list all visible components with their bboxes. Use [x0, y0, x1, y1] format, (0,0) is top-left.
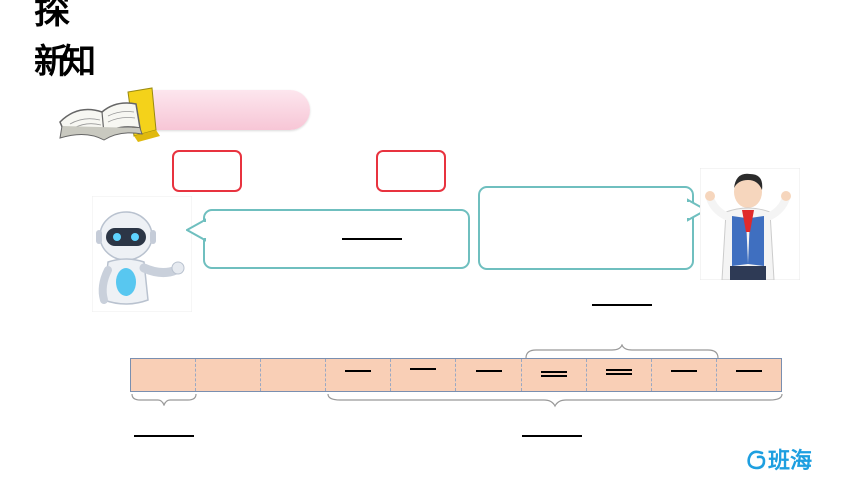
fraction-bar-mark — [605, 369, 632, 371]
bar-segment — [196, 359, 262, 391]
upper-brace — [525, 344, 719, 359]
section-heading-line1: 探 — [34, 0, 70, 32]
robot-bubble-tail — [186, 218, 206, 242]
bar-segment — [261, 359, 327, 391]
bar-segment — [391, 359, 457, 391]
robot-bubble-blank — [342, 238, 402, 240]
pink-label-bar — [128, 90, 310, 130]
brand-swirl-icon — [747, 450, 766, 470]
section-heading-line2: 新知 — [34, 42, 96, 82]
fraction-bar-mark — [410, 368, 437, 370]
bar-segment — [652, 359, 717, 391]
fraction-bar-mark — [735, 370, 762, 372]
fraction-bar-mark — [605, 373, 632, 375]
brand-logo-text: 班海 — [768, 449, 813, 474]
bar-segment — [587, 359, 652, 391]
boy-speech-bubble — [478, 186, 694, 270]
red-answer-box-right — [376, 150, 446, 192]
bar-segment — [522, 359, 587, 391]
open-book-icon — [59, 87, 160, 142]
fraction-bar-mark — [670, 370, 697, 372]
boy-character — [700, 168, 800, 280]
left-answer-blank — [134, 435, 194, 437]
right-answer-blank — [522, 435, 582, 437]
lower-brace-left — [131, 393, 197, 406]
red-answer-box-left — [172, 150, 242, 192]
fraction-bar-mark — [475, 370, 502, 372]
lower-brace-right — [327, 393, 783, 408]
bar-segment — [326, 359, 392, 391]
robot-speech-bubble — [203, 209, 470, 269]
boy-bubble-tail — [687, 198, 707, 222]
fraction-bar-mark — [540, 371, 567, 373]
bar-segment — [131, 359, 197, 391]
fraction-bar-mark — [540, 375, 567, 377]
bar-model — [130, 358, 782, 392]
robot-character — [92, 196, 192, 312]
boy-bubble-blank — [592, 304, 652, 306]
fraction-bar-mark — [345, 370, 372, 372]
bar-segment — [717, 359, 781, 391]
brand-logo: 班海 — [746, 443, 812, 475]
bar-segment — [456, 359, 522, 391]
